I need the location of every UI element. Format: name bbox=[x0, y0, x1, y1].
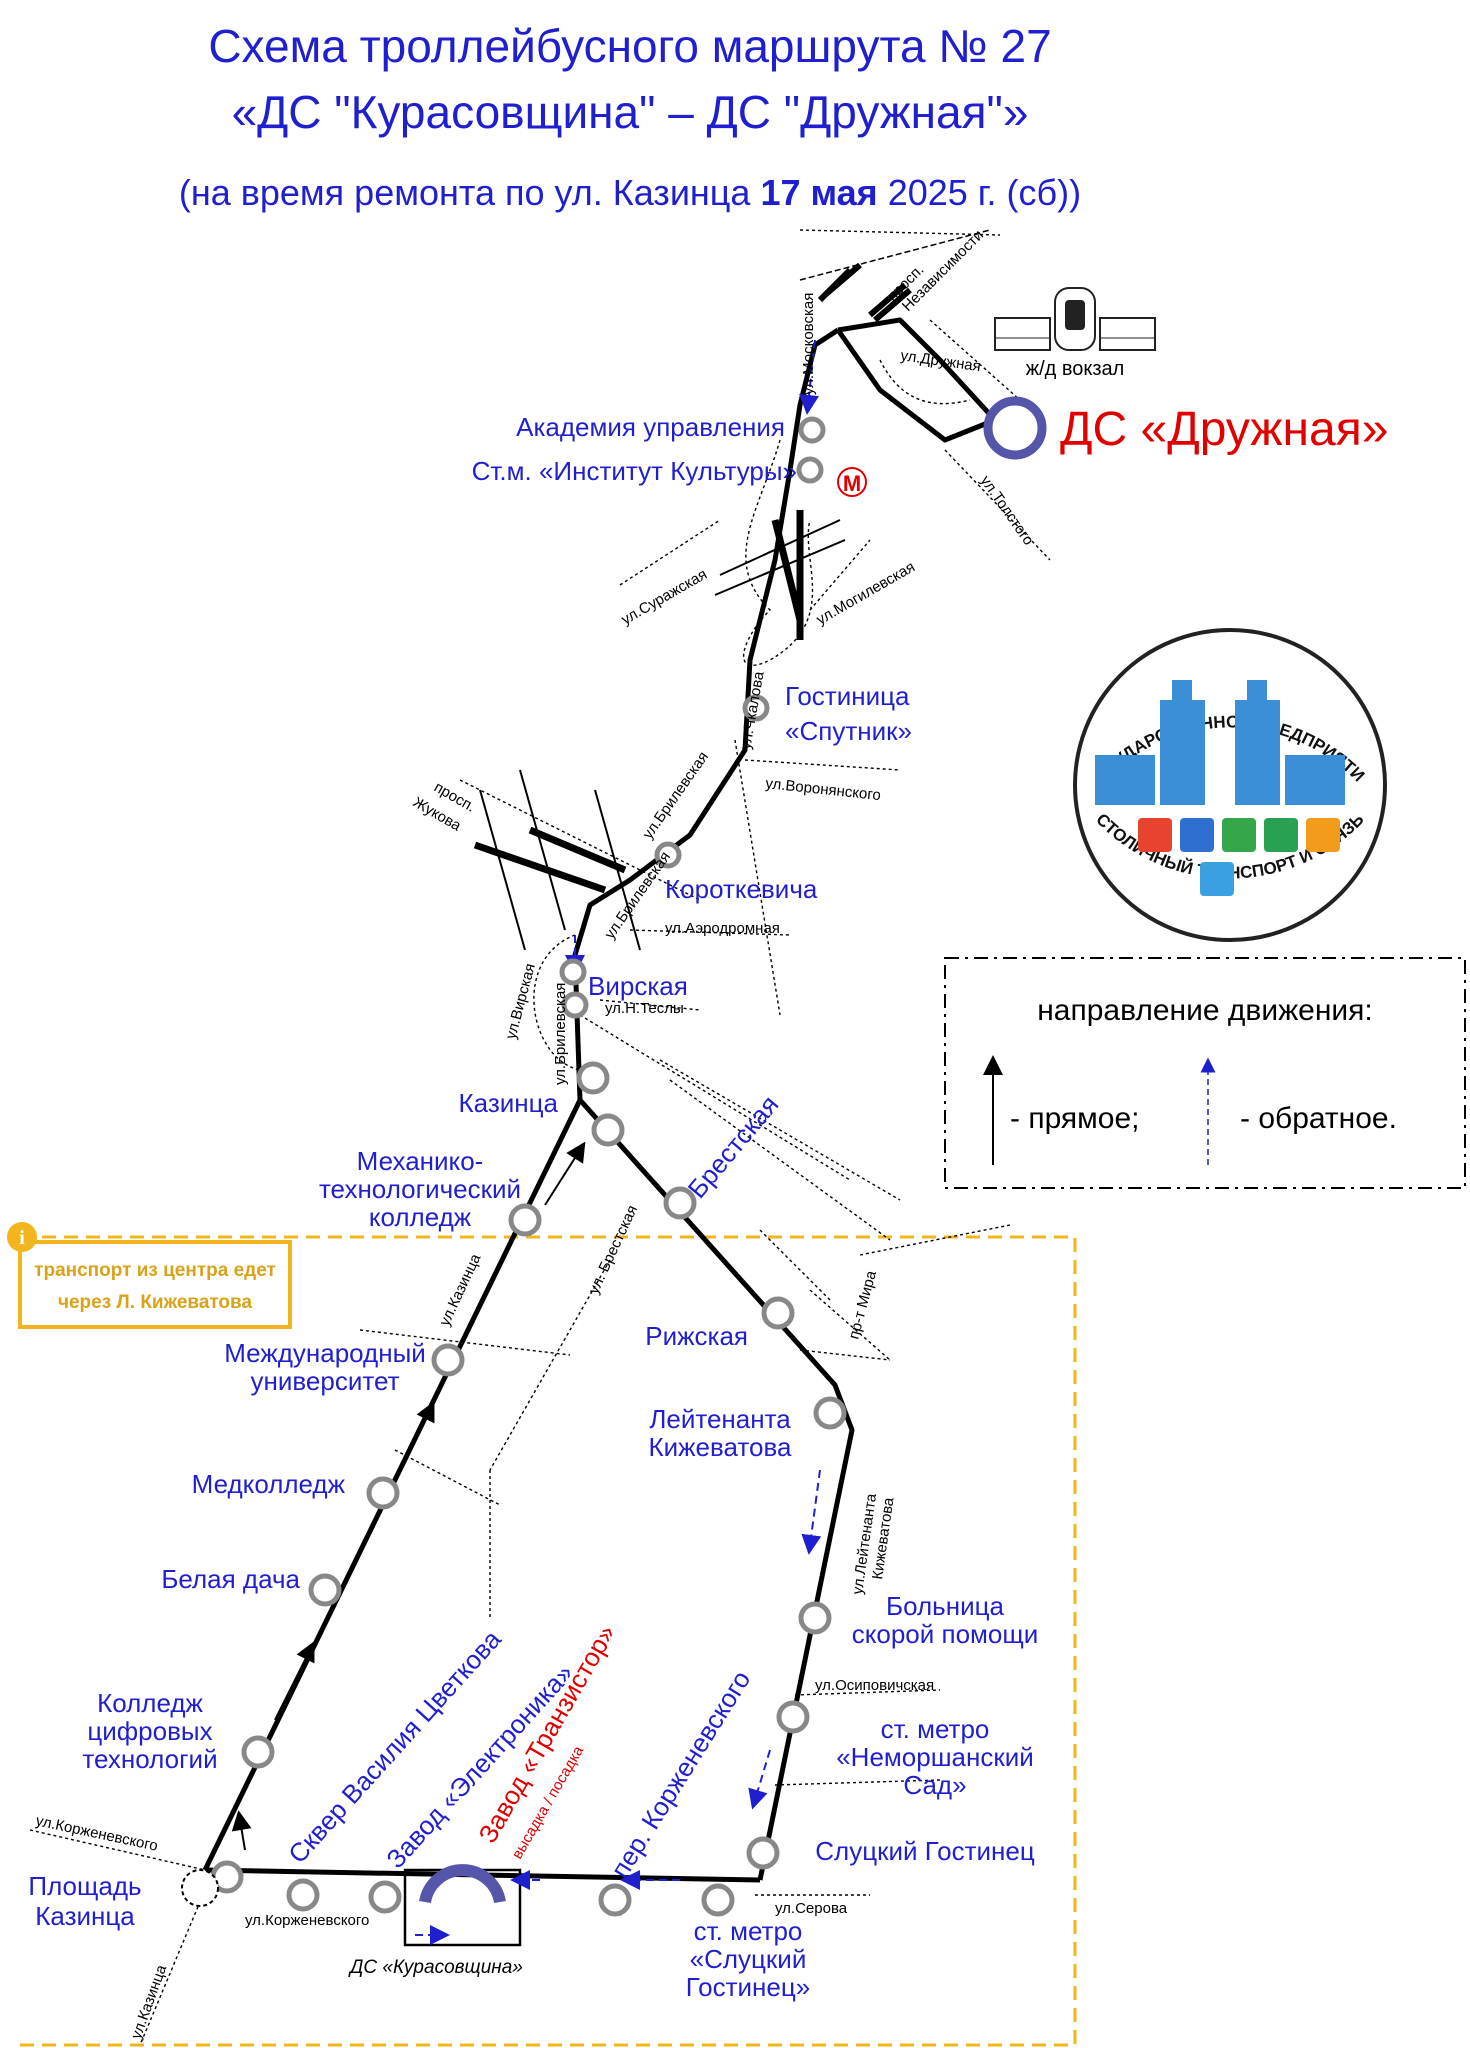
stop-nem-2: «Неморшанский bbox=[836, 1742, 1034, 1772]
street-n-tesly: ул.Н.Теслы bbox=[605, 1000, 684, 1017]
street-pr-mira: пр-т Мира bbox=[845, 1268, 880, 1341]
stop-medkolledzh: Медколледж bbox=[192, 1469, 346, 1499]
info-icon-letter: i bbox=[19, 1227, 25, 1249]
street-serova: ул.Серова bbox=[775, 1900, 848, 1917]
info-text-1: транспорт из центра едет bbox=[34, 1260, 276, 1281]
street-surazhskaya: ул.Суражская bbox=[619, 566, 711, 629]
stop-slutsky-gost: Слуцкий Гостинец bbox=[815, 1836, 1035, 1866]
stop-kct-1: Колледж bbox=[97, 1688, 203, 1718]
stop-mu-1: Международный bbox=[224, 1338, 426, 1368]
stop-korotkevicha: Короткевича bbox=[665, 874, 818, 904]
street-korzhenevskogo-2: ул.Корженевского bbox=[245, 1912, 369, 1929]
legend-box bbox=[944, 957, 1466, 1189]
detour-area-border bbox=[20, 1235, 1077, 2047]
druzhnaya-terminal-marker bbox=[983, 396, 1047, 460]
terminal-kurasovshchina: ДС «Курасовщина» bbox=[348, 1957, 523, 1978]
stop-kizh-2: Кижеватова bbox=[649, 1432, 793, 1462]
stop-bsp-2: скорой помощи bbox=[852, 1619, 1039, 1649]
kurasovshchina-terminal-loop bbox=[403, 1868, 522, 1947]
stop-markers bbox=[210, 416, 847, 1917]
metro-icon bbox=[837, 467, 867, 497]
legend-title: направление движения: bbox=[1037, 994, 1373, 1027]
map-title: Схема троллейбусного маршрута № 27 bbox=[208, 20, 1051, 72]
street-tolstogo: ул.Толстого bbox=[977, 473, 1037, 549]
stop-kazintsa: Казинца bbox=[459, 1088, 559, 1118]
street-osipovichskaya: ул.Осиповичская bbox=[815, 1677, 934, 1694]
stop-pl-kaz-1: Площадь bbox=[28, 1871, 141, 1901]
stop-sputnik-1: Гостиница bbox=[785, 681, 910, 711]
street-voronyanskogo: ул.Воронянского bbox=[765, 775, 882, 804]
street-kazintsa-2: ул.Казинца bbox=[128, 1962, 171, 2041]
stop-akademiya: Академия управления bbox=[516, 412, 785, 442]
street-kazintsa: ул.Казинца bbox=[436, 1251, 484, 1329]
stop-mtk-1: Механико- bbox=[357, 1146, 484, 1176]
stop-virskaya: Вирская bbox=[588, 971, 688, 1001]
stop-sputnik-2: «Спутник» bbox=[785, 716, 912, 746]
street-druzhnaya: ул.Дружная bbox=[899, 347, 981, 375]
detour-loop-virskaya bbox=[533, 934, 581, 1071]
legend-forward-label: - прямое; bbox=[1010, 1102, 1140, 1135]
detour-loop-druzhnaya bbox=[879, 359, 971, 405]
railway-station-label: ж/д вокзал bbox=[1026, 358, 1125, 380]
stop-metro-sl-2: «Слуцкий bbox=[690, 1944, 807, 1974]
street-network bbox=[29, 229, 1051, 2046]
street-brilevskaya: ул.Брилевская bbox=[639, 749, 712, 843]
reverse-arrows bbox=[415, 339, 822, 1945]
overpass-nezavisimosti bbox=[799, 229, 991, 323]
kurasovshchina-terminal-marker bbox=[419, 1864, 506, 1904]
street-korzhenevskogo: ул.Корженевского bbox=[34, 1812, 159, 1854]
street-virskaya: ул.Вирская bbox=[502, 962, 539, 1041]
street-mogilevskaya: ул.Могилевская bbox=[814, 558, 918, 628]
street-brestskaya: ул. Брестская bbox=[585, 1203, 641, 1297]
overpass-zhukova bbox=[473, 769, 641, 951]
stop-mtk-2: технологический bbox=[319, 1174, 521, 1204]
stop-institut: Ст.м. «Институт Культуры» bbox=[472, 456, 797, 486]
ploshchad-kazintsa-ring bbox=[181, 1869, 219, 1907]
stop-metro-sl-3: Гостинец» bbox=[686, 1972, 810, 2002]
detour-loop-mogilevskaya bbox=[743, 439, 814, 667]
street-aerodromnaya: ул.Аэродромная bbox=[665, 920, 780, 937]
info-box bbox=[18, 1240, 292, 1329]
metro-icon-letter: М bbox=[843, 471, 861, 496]
forward-arrows bbox=[231, 1141, 586, 1851]
stop-mu-2: университет bbox=[251, 1366, 400, 1396]
stop-nem-1: ст. метро bbox=[881, 1714, 990, 1744]
legend-reverse-label: - обратное. bbox=[1240, 1102, 1397, 1135]
map-subtitle: (на время ремонта по ул. Казинца 17 мая … bbox=[179, 172, 1081, 213]
stop-korzh-lane: пер. Корженевского bbox=[605, 1665, 757, 1883]
stop-pl-kaz-2: Казинца bbox=[35, 1901, 135, 1931]
stop-metro-sl-1: ст. метро bbox=[694, 1916, 803, 1946]
stop-elektronika: Завод «Электроника» bbox=[380, 1658, 579, 1874]
street-brilevskaya-3: ул.Брилевская bbox=[552, 983, 569, 1085]
stop-brestskaya: Брестская bbox=[682, 1090, 785, 1204]
info-text-2: через Л. Кижеватова bbox=[58, 1292, 253, 1313]
stop-bsp-1: Больница bbox=[886, 1591, 1004, 1621]
stop-mtk-3: колледж bbox=[369, 1202, 472, 1232]
stop-rizhskaya: Рижская bbox=[645, 1321, 748, 1351]
map-title-route: «ДС "Курасовщина" – ДС "Дружная"» bbox=[232, 86, 1029, 138]
railway-station-icon bbox=[994, 287, 1156, 351]
stop-kizh-1: Лейтенанта bbox=[649, 1404, 791, 1434]
stop-nem-3: Сад» bbox=[903, 1770, 966, 1800]
stop-kct-3: технологий bbox=[82, 1744, 217, 1774]
terminal-druzhnaya: ДС «Дружная» bbox=[1060, 403, 1388, 456]
info-icon bbox=[7, 1222, 37, 1252]
stop-belaya-dacha: Белая дача bbox=[161, 1564, 300, 1594]
street-moskovskaya: ул.Московская bbox=[800, 293, 817, 395]
stop-kct-2: цифровых bbox=[87, 1716, 212, 1746]
